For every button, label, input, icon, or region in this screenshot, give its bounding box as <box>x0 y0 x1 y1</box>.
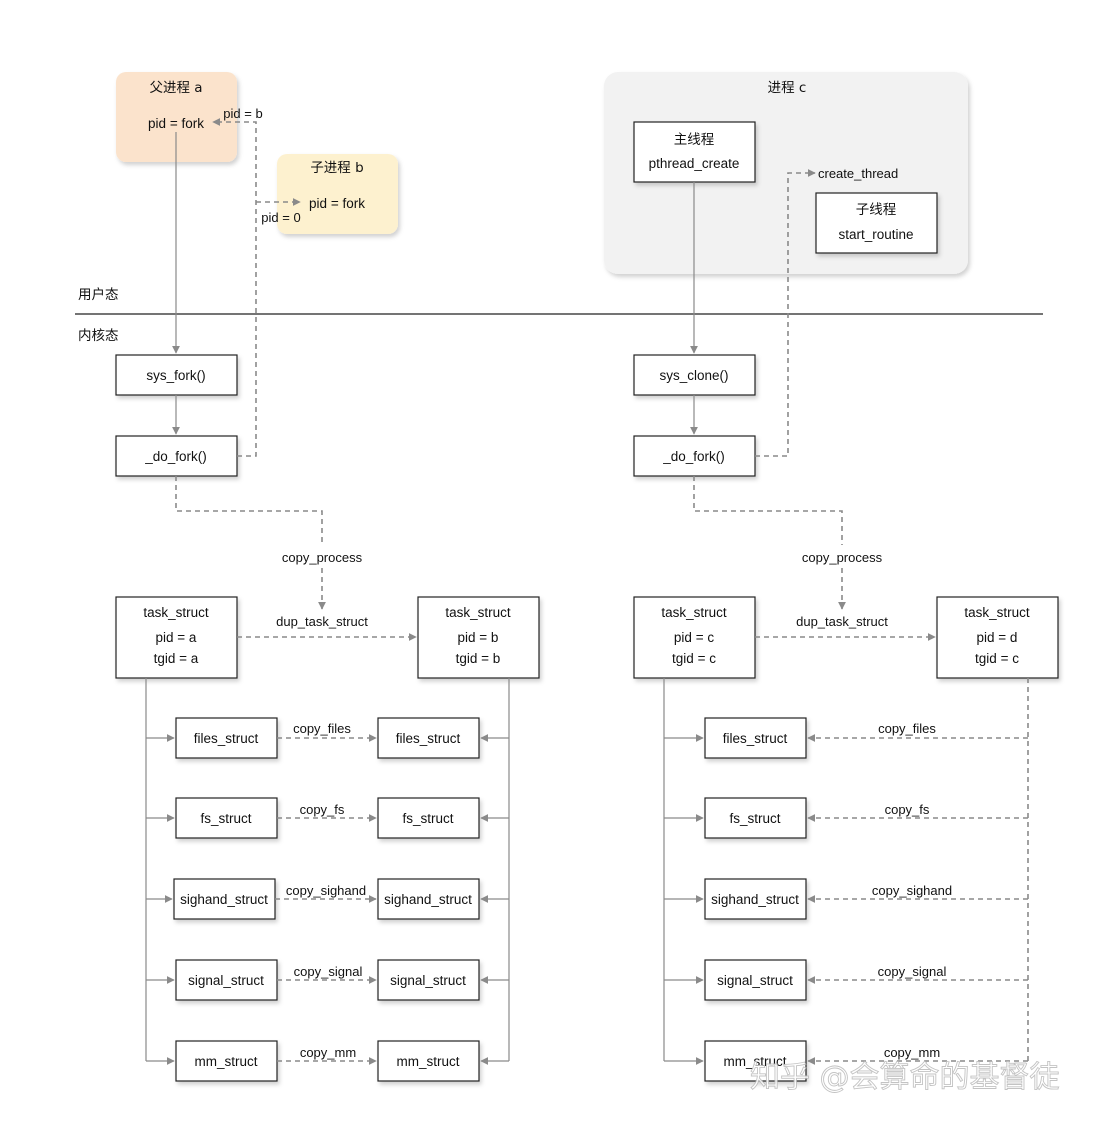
right-fs-struct-label: fs_struct <box>729 811 780 826</box>
left-mm-struct-dst <box>377 1040 480 1082</box>
do-fork-box-right <box>633 435 756 477</box>
left-files-struct-dst-label: files_struct <box>396 731 461 746</box>
parent-process-box <box>116 72 237 162</box>
right-files-struct-label: files_struct <box>723 731 788 746</box>
left-signal-struct-src-label: signal_struct <box>188 973 264 988</box>
left-fs-struct-src-label: fs_struct <box>200 811 251 826</box>
task-struct-d-tgid: tgid = c <box>975 651 1019 666</box>
pid-b-label: pid = b <box>223 106 262 121</box>
task-struct-c-box <box>633 596 756 679</box>
do-fork-to-create-thread-arrow <box>755 169 816 457</box>
do-fork-return-to-parent-arrow <box>212 118 257 457</box>
dup-task-struct-label-right: dup_task_struct <box>796 614 888 629</box>
left-copy-files-label: copy_files <box>293 721 351 736</box>
task-struct-b-box <box>417 596 540 679</box>
child-process-box <box>277 154 398 234</box>
task-struct-d-title: task_struct <box>964 605 1030 620</box>
task-struct-c-title: task_struct <box>661 605 727 620</box>
task-struct-a-pid: pid = a <box>156 630 197 645</box>
right-signal-struct <box>704 959 807 1001</box>
sub-thread-title: 子线程 <box>856 202 897 218</box>
dup-task-struct-label-left: dup_task_struct <box>276 614 368 629</box>
right-sighand-struct-label: sighand_struct <box>711 892 799 907</box>
left-copy-mm-label: copy_mm <box>300 1045 356 1060</box>
kernel-mode-label: 内核态 <box>78 328 119 344</box>
left-mm-struct-src <box>175 1040 278 1082</box>
parent-process-line: pid = fork <box>148 116 204 131</box>
main-thread-line: pthread_create <box>649 156 740 171</box>
task-struct-c-tgid: tgid = c <box>672 651 716 666</box>
left-sighand-struct-src-label: sighand_struct <box>180 892 268 907</box>
task-struct-d-pid: pid = d <box>977 630 1018 645</box>
pid-0-label: pid = 0 <box>261 210 300 225</box>
left-sighand-struct-src <box>173 878 276 920</box>
sys-clone-label: sys_clone() <box>659 368 728 383</box>
right-copy-signal-label: copy_signal <box>878 964 947 979</box>
left-copy-fs-label: copy_fs <box>300 802 345 817</box>
left-sighand-struct-dst-label: sighand_struct <box>384 892 472 907</box>
main-thread-box <box>633 121 756 183</box>
sys-clone-box <box>633 354 756 396</box>
left-fs-struct-dst-label: fs_struct <box>402 811 453 826</box>
task-struct-d-box <box>936 596 1059 679</box>
task-struct-b-pid: pid = b <box>458 630 499 645</box>
copy-process-label-right: copy_process <box>802 550 883 565</box>
task-struct-a-title: task_struct <box>143 605 209 620</box>
user-mode-label: 用户态 <box>78 286 119 303</box>
left-sighand-struct-dst <box>377 878 480 920</box>
sub-thread-box <box>815 192 938 254</box>
parent-process-title: 父进程 a <box>149 80 202 96</box>
left-fs-struct-src <box>175 797 278 839</box>
child-process-line: pid = fork <box>309 196 365 211</box>
do-fork-label-left: _do_fork() <box>144 449 207 464</box>
right-copy-sighand-label: copy_sighand <box>872 883 952 898</box>
process-c-title: 进程 c <box>768 80 807 96</box>
left-signal-struct-dst <box>377 959 480 1001</box>
left-copy-sighand-label: copy_sighand <box>286 883 366 898</box>
main-thread-title: 主线程 <box>674 132 715 148</box>
task-struct-a-tgid: tgid = a <box>154 651 199 666</box>
do-fork-label-right: _do_fork() <box>662 449 725 464</box>
left-files-struct-dst <box>377 717 480 759</box>
copy-process-label-left: copy_process <box>282 550 363 565</box>
sys-fork-label: sys_fork() <box>146 368 205 383</box>
left-files-struct-src-label: files_struct <box>194 731 259 746</box>
sys-fork-box <box>115 354 238 396</box>
copy-process-arrow-left <box>175 476 323 545</box>
left-signal-struct-dst-label: signal_struct <box>390 973 466 988</box>
right-copy-fs-label: copy_fs <box>885 802 930 817</box>
left-mm-struct-src-label: mm_struct <box>194 1054 257 1069</box>
copy-process-arrow-right <box>693 476 843 545</box>
right-files-struct <box>704 717 807 759</box>
left-mm-struct-dst-label: mm_struct <box>396 1054 459 1069</box>
right-fs-struct <box>704 797 807 839</box>
left-files-struct-src <box>175 717 278 759</box>
right-signal-struct-label: signal_struct <box>717 973 793 988</box>
sub-thread-line: start_routine <box>838 227 913 242</box>
right-copy-mm-label: copy_mm <box>884 1045 940 1060</box>
left-signal-struct-src <box>175 959 278 1001</box>
left-fs-struct-dst <box>377 797 480 839</box>
create-thread-label: create_thread <box>818 166 898 181</box>
right-copy-files-label: copy_files <box>878 721 936 736</box>
right-mm-struct-label: mm_struct <box>723 1054 786 1069</box>
task-struct-a-box <box>115 596 238 679</box>
right-sighand-struct <box>704 878 807 920</box>
task-struct-b-title: task_struct <box>445 605 511 620</box>
left-copy-signal-label: copy_signal <box>294 964 363 979</box>
right-mm-struct <box>704 1040 807 1082</box>
task-struct-c-pid: pid = c <box>674 630 714 645</box>
watermark: 知乎 @会算命的基督徒 <box>750 1060 1060 1095</box>
child-process-title: 子进程 b <box>310 160 363 176</box>
task-struct-b-tgid: tgid = b <box>456 651 501 666</box>
